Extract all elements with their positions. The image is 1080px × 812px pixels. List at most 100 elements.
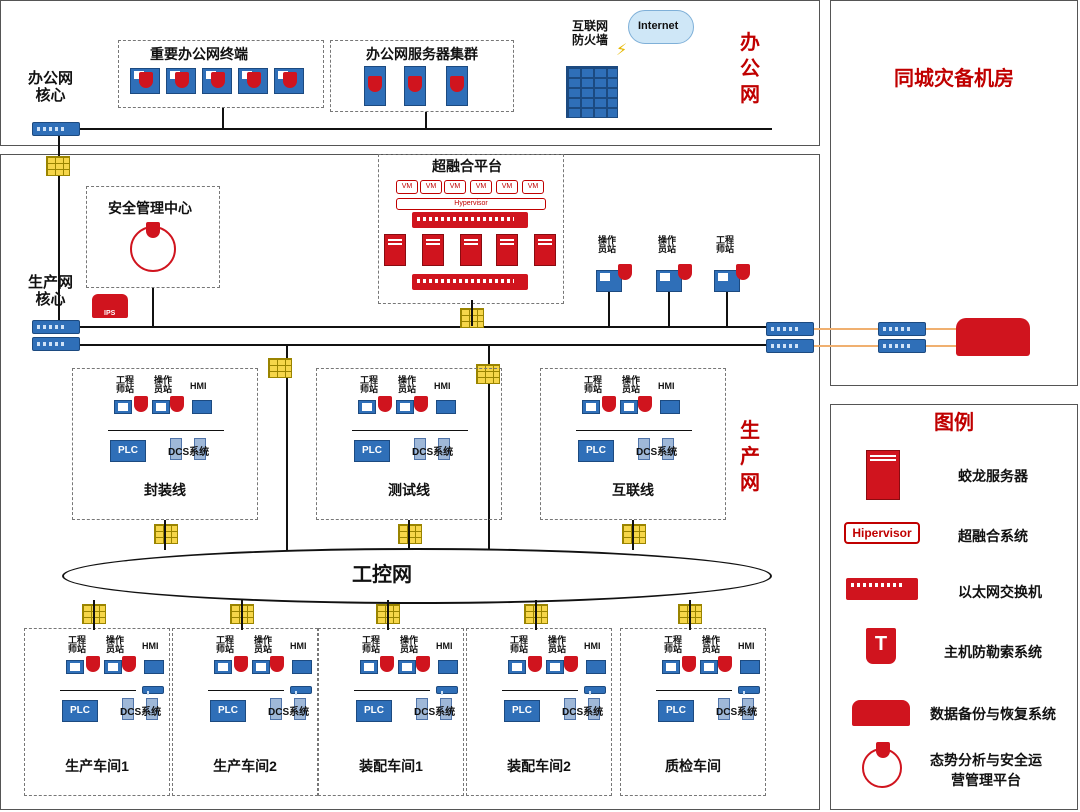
eng-station-pc[interactable] <box>508 660 526 674</box>
op-station-pc[interactable] <box>700 660 718 674</box>
dcs-unit[interactable] <box>270 698 282 720</box>
eng-station-label: 工程 师站 <box>360 375 379 395</box>
hci-server[interactable] <box>422 234 444 266</box>
line-firewall[interactable] <box>622 524 646 544</box>
dcs-unit[interactable] <box>146 698 158 720</box>
eng-station-label: 工程 师站 <box>68 635 87 655</box>
op-station-label: 操作 员站 <box>398 375 417 395</box>
workshop-group <box>466 628 612 796</box>
cell-name: 互联线 <box>612 482 654 498</box>
hmi-screen[interactable] <box>192 400 212 414</box>
hmi-screen[interactable] <box>292 660 312 674</box>
station-label: 操作 员站 <box>658 235 677 255</box>
plc-unit[interactable]: PLC <box>110 440 146 462</box>
workshop-switch[interactable] <box>436 686 458 695</box>
hci-switch-bottom[interactable] <box>412 274 528 290</box>
plc-unit[interactable]: PLC <box>356 700 392 722</box>
office-core-switch[interactable] <box>32 122 80 136</box>
workshop-switch[interactable] <box>290 686 312 695</box>
trunk-firewall[interactable] <box>268 358 292 378</box>
line-link <box>164 520 166 550</box>
hmi-screen[interactable] <box>438 660 458 674</box>
hypervisor-bar: Hypervisor <box>396 198 546 210</box>
workshop-switch[interactable] <box>584 686 606 695</box>
trunk-link <box>286 346 288 550</box>
op-station-pc[interactable] <box>398 660 416 674</box>
prod-core-switch-1[interactable] <box>32 320 80 334</box>
station-pc[interactable] <box>656 270 682 292</box>
eng-station-pc[interactable] <box>114 400 132 414</box>
hmi-screen[interactable] <box>144 660 164 674</box>
hci-server[interactable] <box>496 234 518 266</box>
prod-edge-switch-1[interactable] <box>766 322 814 336</box>
ips-icon[interactable] <box>92 294 128 318</box>
dcs-unit[interactable] <box>122 698 134 720</box>
office-zone-label: 办 公 网 <box>740 32 760 106</box>
eng-station-pc[interactable] <box>66 660 84 674</box>
workshop-switch[interactable] <box>142 686 164 695</box>
dcs-unit[interactable] <box>170 438 182 460</box>
dr-switch-2[interactable] <box>878 339 926 353</box>
core-uplink-firewall[interactable] <box>46 156 70 176</box>
eng-station-pc[interactable] <box>582 400 600 414</box>
plc-unit[interactable]: PLC <box>354 440 390 462</box>
op-station-pc[interactable] <box>152 400 170 414</box>
prod-edge-switch-2[interactable] <box>766 339 814 353</box>
op-station-pc[interactable] <box>546 660 564 674</box>
dr-backup-device-icon[interactable] <box>956 318 1030 356</box>
antiransom-icon <box>718 656 732 672</box>
station-pc[interactable] <box>714 270 740 292</box>
antiransom-icon <box>134 396 148 412</box>
prod-core-switch-2[interactable] <box>32 337 80 351</box>
plc-unit[interactable]: PLC <box>210 700 246 722</box>
hci-server[interactable] <box>384 234 406 266</box>
eng-station-pc[interactable] <box>358 400 376 414</box>
workshop-switch[interactable] <box>738 686 760 695</box>
op-station-pc[interactable] <box>620 400 638 414</box>
dcs-unit[interactable] <box>440 698 452 720</box>
dcs-unit[interactable] <box>662 438 674 460</box>
op-station-pc[interactable] <box>252 660 270 674</box>
eng-station-pc[interactable] <box>662 660 680 674</box>
office-terminals-group <box>118 40 324 108</box>
dcs-unit[interactable] <box>416 698 428 720</box>
production-line-group <box>72 368 258 520</box>
plc-unit[interactable]: PLC <box>504 700 540 722</box>
trunk-firewall[interactable] <box>476 364 500 384</box>
legend-backup-icon <box>852 700 910 726</box>
hmi-screen[interactable] <box>660 400 680 414</box>
plc-unit[interactable]: PLC <box>578 440 614 462</box>
op-station-pc[interactable] <box>104 660 122 674</box>
dcs-unit[interactable] <box>742 698 754 720</box>
dcs-unit[interactable] <box>638 438 650 460</box>
station-pc[interactable] <box>596 270 622 292</box>
hci-server[interactable] <box>534 234 556 266</box>
hmi-screen[interactable] <box>740 660 760 674</box>
dcs-unit[interactable] <box>564 698 576 720</box>
eng-station-pc[interactable] <box>214 660 232 674</box>
line-firewall[interactable] <box>398 524 422 544</box>
line-firewall[interactable] <box>154 524 178 544</box>
office-core-label: 办公网 核心 <box>28 70 74 105</box>
dcs-unit[interactable] <box>414 438 426 460</box>
internet-firewall-icon[interactable] <box>566 66 618 118</box>
production-line-group <box>316 368 502 520</box>
hci-switch-top[interactable] <box>412 212 528 228</box>
dr-link-line-4 <box>926 345 956 347</box>
dcs-label: DCS系统 <box>716 707 758 718</box>
dcs-unit[interactable] <box>718 698 730 720</box>
legend-server-label: 蛟龙服务器 <box>958 468 1028 484</box>
production-line-group <box>540 368 726 520</box>
hmi-screen[interactable] <box>586 660 606 674</box>
dr-switch-1[interactable] <box>878 322 926 336</box>
dcs-unit[interactable] <box>438 438 450 460</box>
eng-station-pc[interactable] <box>360 660 378 674</box>
dcs-unit[interactable] <box>588 698 600 720</box>
hmi-screen[interactable] <box>436 400 456 414</box>
plc-unit[interactable]: PLC <box>658 700 694 722</box>
dcs-unit[interactable] <box>194 438 206 460</box>
op-station-pc[interactable] <box>396 400 414 414</box>
dcs-unit[interactable] <box>294 698 306 720</box>
hci-server[interactable] <box>460 234 482 266</box>
plc-unit[interactable]: PLC <box>62 700 98 722</box>
